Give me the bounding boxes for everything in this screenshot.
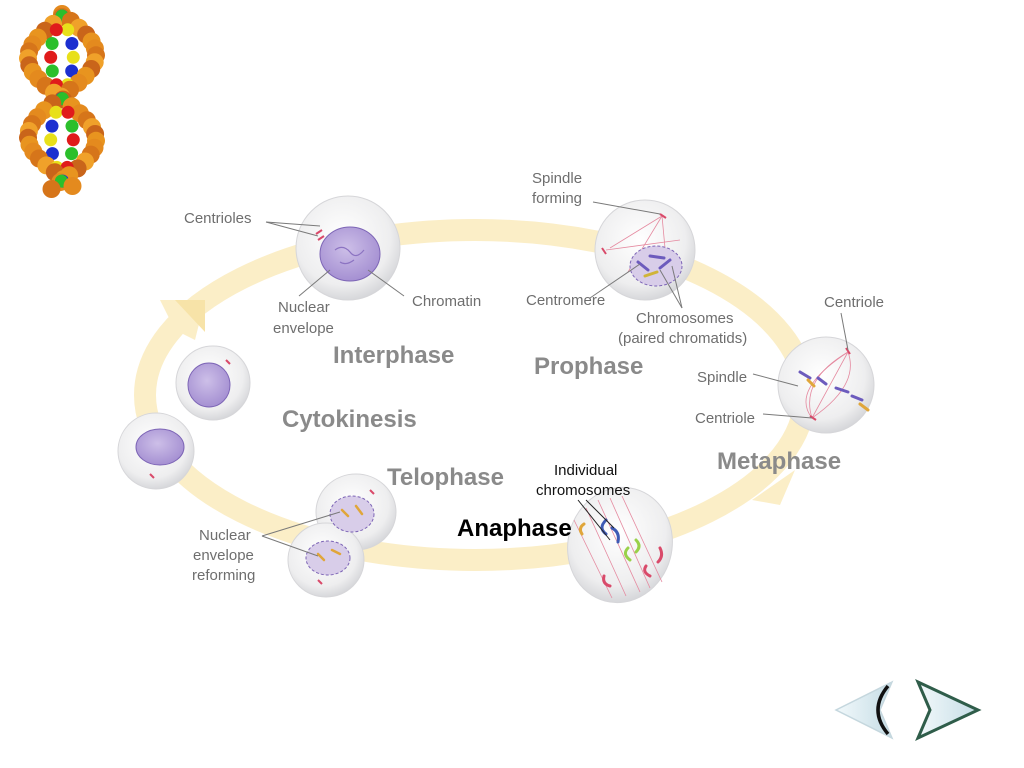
label-centrioles: Centrioles <box>184 210 252 227</box>
label-individual-chromosomes-2: chromosomes <box>536 482 630 499</box>
label-nuclear-envelope: Nuclear <box>278 299 330 316</box>
phase-interphase: Interphase <box>333 342 454 369</box>
label-chromatin: Chromatin <box>412 293 481 310</box>
dna-base-pair <box>65 147 79 161</box>
next-button[interactable] <box>915 678 982 742</box>
label-nuclear-envelope-2: envelope <box>273 320 334 337</box>
phase-cytokinesis: Cytokinesis <box>282 406 417 433</box>
label-chromosomes: Chromosomes <box>636 310 734 327</box>
label-spindle-forming-2: forming <box>532 190 582 207</box>
label-spindle-forming: Spindle <box>532 170 582 187</box>
dna-atom <box>63 177 82 195</box>
dna-base-pair <box>49 105 63 119</box>
dna-base-pair <box>66 50 80 64</box>
label-centriole-bottom: Centriole <box>695 410 755 427</box>
previous-button[interactable] <box>834 680 894 740</box>
dna-base-pair <box>45 37 59 50</box>
metaphase-cell <box>777 336 875 434</box>
dna-base-pair <box>61 23 75 37</box>
label-individual-chromosomes: Individual <box>554 462 617 479</box>
phase-anaphase: Anaphase <box>457 515 572 542</box>
dna-base-pair <box>49 23 63 37</box>
dna-base-pair <box>65 119 79 133</box>
phase-telophase: Telophase <box>387 464 504 491</box>
dna-base-pair <box>44 133 58 147</box>
label-envelope-reforming: Nuclear <box>199 527 251 544</box>
dna-molecule-icon <box>19 5 105 198</box>
anaphase-cell <box>567 486 673 604</box>
cytokinesis-cells <box>117 345 251 490</box>
dna-base-pair <box>45 64 59 78</box>
label-paired-chromatids: (paired chromatids) <box>618 330 747 347</box>
phase-titles: Interphase Prophase Metaphase Anaphase T… <box>282 342 841 542</box>
phase-prophase: Prophase <box>534 353 643 380</box>
detail-labels: Centrioles Nuclear envelope Chromatin Sp… <box>184 170 884 584</box>
label-envelope-reforming-2: envelope <box>193 547 254 564</box>
label-spindle: Spindle <box>697 369 747 386</box>
dna-base-pair <box>65 37 79 50</box>
dna-base-pair <box>45 119 59 133</box>
telophase-cells <box>287 473 397 598</box>
phase-metaphase: Metaphase <box>717 448 841 475</box>
label-envelope-reforming-3: reforming <box>192 567 255 584</box>
leader-lines <box>261 201 849 557</box>
dna-base-pair <box>44 50 58 64</box>
dna-base-pair <box>65 64 79 78</box>
dna-base-pair <box>66 133 80 147</box>
prophase-cell <box>594 199 696 301</box>
label-centriole-top: Centriole <box>824 294 884 311</box>
interphase-cell <box>295 195 401 301</box>
chevron-left-icon <box>834 680 894 740</box>
chevron-right-icon <box>915 678 982 742</box>
label-centromere: Centromere <box>526 292 605 309</box>
dna-atom <box>42 180 61 198</box>
dna-base-pair <box>61 105 75 119</box>
